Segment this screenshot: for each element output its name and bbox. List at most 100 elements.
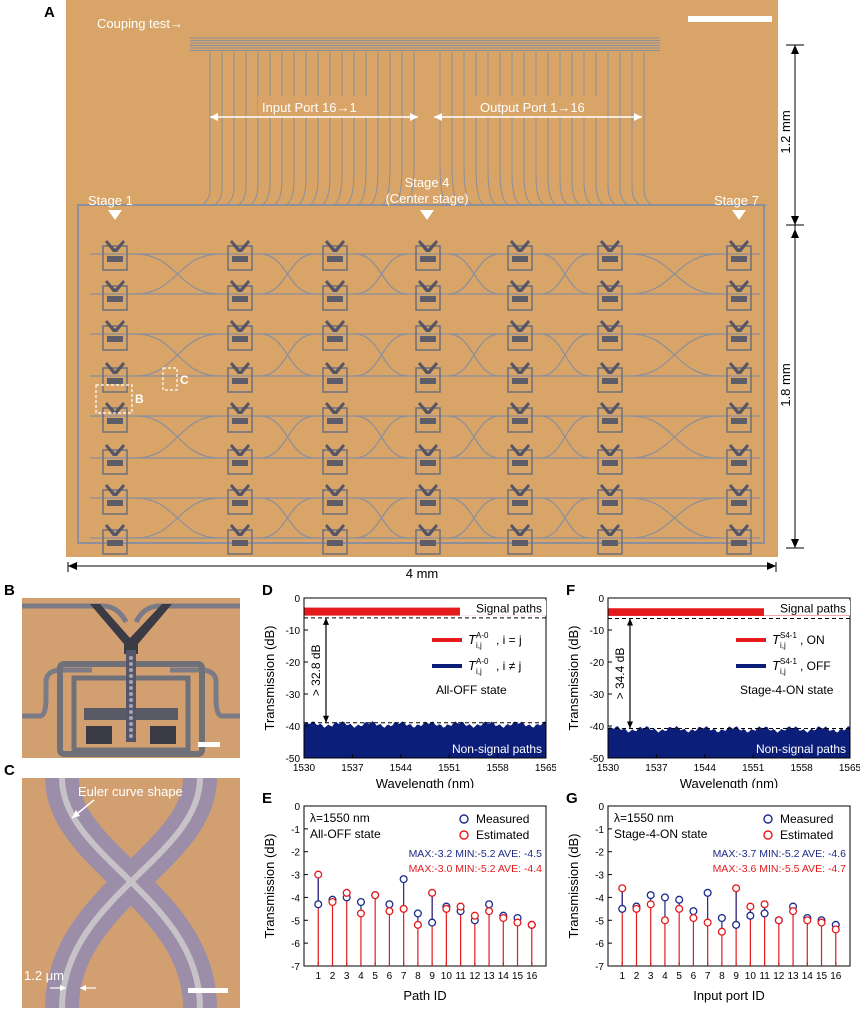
switch-frame: [227, 529, 253, 555]
network-cross-waveguide: [259, 333, 316, 377]
network-cross-waveguide: [539, 497, 591, 539]
measured-point: [689, 907, 698, 916]
measured-point: [703, 888, 712, 897]
switch-coupler: [600, 240, 620, 252]
switch-frame: [507, 407, 533, 433]
switch-actuator: [602, 460, 618, 466]
switch-actuator: [602, 418, 618, 424]
x-tick-label: 2: [634, 971, 640, 982]
stage7-label: Stage 7: [714, 193, 759, 208]
dim-arrow-2: [791, 216, 799, 225]
estimated-point: [760, 900, 769, 909]
coupling-test-waveguides: [190, 37, 660, 51]
switch-actuator: [327, 418, 343, 424]
legend-estimated-marker: [763, 830, 773, 840]
switch-coupler: [510, 444, 530, 456]
y-tick-label: -40: [286, 722, 301, 733]
y-axis-label: Transmission (dB): [566, 626, 581, 731]
switch-actuator: [107, 296, 123, 302]
x-tick-label: 1565: [535, 763, 556, 774]
y-tick-label: -1: [291, 825, 300, 836]
y-tick-label: -2: [291, 848, 300, 859]
x-tick-label: 12: [469, 971, 481, 982]
switch-actuator: [602, 296, 618, 302]
switch-frame: [415, 449, 441, 475]
estimated-point: [328, 897, 337, 907]
y-tick-label: -50: [590, 754, 605, 765]
switch-coupler: [325, 320, 345, 332]
estimated-point: [774, 916, 783, 925]
stats-measured: MAX:-3.2 MIN:-5.2 AVE: -4.5: [409, 848, 543, 860]
measured-point: [660, 893, 669, 902]
x-tick-label: 12: [773, 971, 785, 982]
x-axis-label: Wavelength (nm): [680, 776, 779, 788]
axes-frame: [607, 805, 851, 967]
switch-coupler: [418, 362, 438, 374]
switch-frame: [507, 449, 533, 475]
switch-coupler: [105, 524, 125, 536]
switch-coupler: [105, 280, 125, 292]
switch-coupler: [230, 402, 250, 414]
legend-text: , ON: [800, 633, 825, 647]
switch-actuator: [420, 500, 436, 506]
x-tick-label: 15: [816, 971, 828, 982]
x-tick-label: 6: [691, 971, 697, 982]
switch-actuator: [420, 296, 436, 302]
switch-coupler: [325, 362, 345, 374]
switch-frame: [102, 449, 128, 475]
switch-actuator: [602, 540, 618, 546]
switch-actuator: [232, 500, 248, 506]
measured-point: [314, 900, 323, 909]
x-tick-label: 9: [733, 971, 739, 982]
estimated-point: [314, 870, 323, 879]
switch-coupler: [600, 484, 620, 496]
switch-actuator: [327, 460, 343, 466]
measured-point: [618, 904, 627, 913]
y-tick-label: -5: [595, 916, 604, 927]
output-label-bg: [474, 96, 602, 116]
b-release-hole: [129, 698, 133, 702]
b-y-coupler: [90, 604, 172, 654]
switch-coupler: [510, 280, 530, 292]
switch-frame: [597, 285, 623, 311]
estimated-point: [831, 925, 840, 934]
switch-frame: [726, 367, 752, 393]
gap-label: > 32.8 dB: [309, 644, 323, 696]
b-release-hole: [129, 656, 133, 660]
switch-coupler: [105, 320, 125, 332]
legend-symbol: T: [772, 658, 781, 673]
x-tick-label: 14: [802, 971, 814, 982]
b-release-hole: [129, 686, 133, 690]
b-release-hole: [129, 734, 133, 738]
axes-frame: [303, 597, 547, 759]
x-tick-label: 5: [676, 971, 682, 982]
estimated-point: [470, 911, 479, 920]
network-cross-waveguide: [447, 333, 501, 377]
switch-frame: [102, 245, 128, 271]
network-cross-waveguide: [539, 253, 591, 295]
state-label: All-OFF state: [436, 683, 507, 697]
estimated-point: [485, 907, 494, 916]
switch-actuator: [327, 256, 343, 262]
panel-b-switch-micrograph: [22, 598, 240, 758]
switch-coupler: [105, 444, 125, 456]
x-tick-label: 10: [441, 971, 453, 982]
switch-frame: [415, 245, 441, 271]
wavelength-label: λ=1550 nm: [614, 811, 674, 825]
switch-actuator: [512, 460, 528, 466]
x-axis-label: Path ID: [403, 988, 446, 1003]
switch-frame: [415, 407, 441, 433]
switch-frame: [597, 407, 623, 433]
switch-frame: [507, 325, 533, 351]
y-tick-label: -6: [595, 939, 604, 950]
stats-measured: MAX:-3.7 MIN:-5.2 AVE: -4.6: [713, 848, 847, 860]
nonsignal-paths-label: Non-signal paths: [756, 742, 846, 756]
panel-letter-c: C: [4, 762, 15, 779]
switch-coupler: [230, 320, 250, 332]
x-tick-label: 1551: [742, 763, 765, 774]
estimated-point: [789, 907, 798, 916]
legend-sub: i,j: [780, 667, 786, 676]
stage7-marker: [732, 210, 746, 220]
switch-frame: [726, 285, 752, 311]
